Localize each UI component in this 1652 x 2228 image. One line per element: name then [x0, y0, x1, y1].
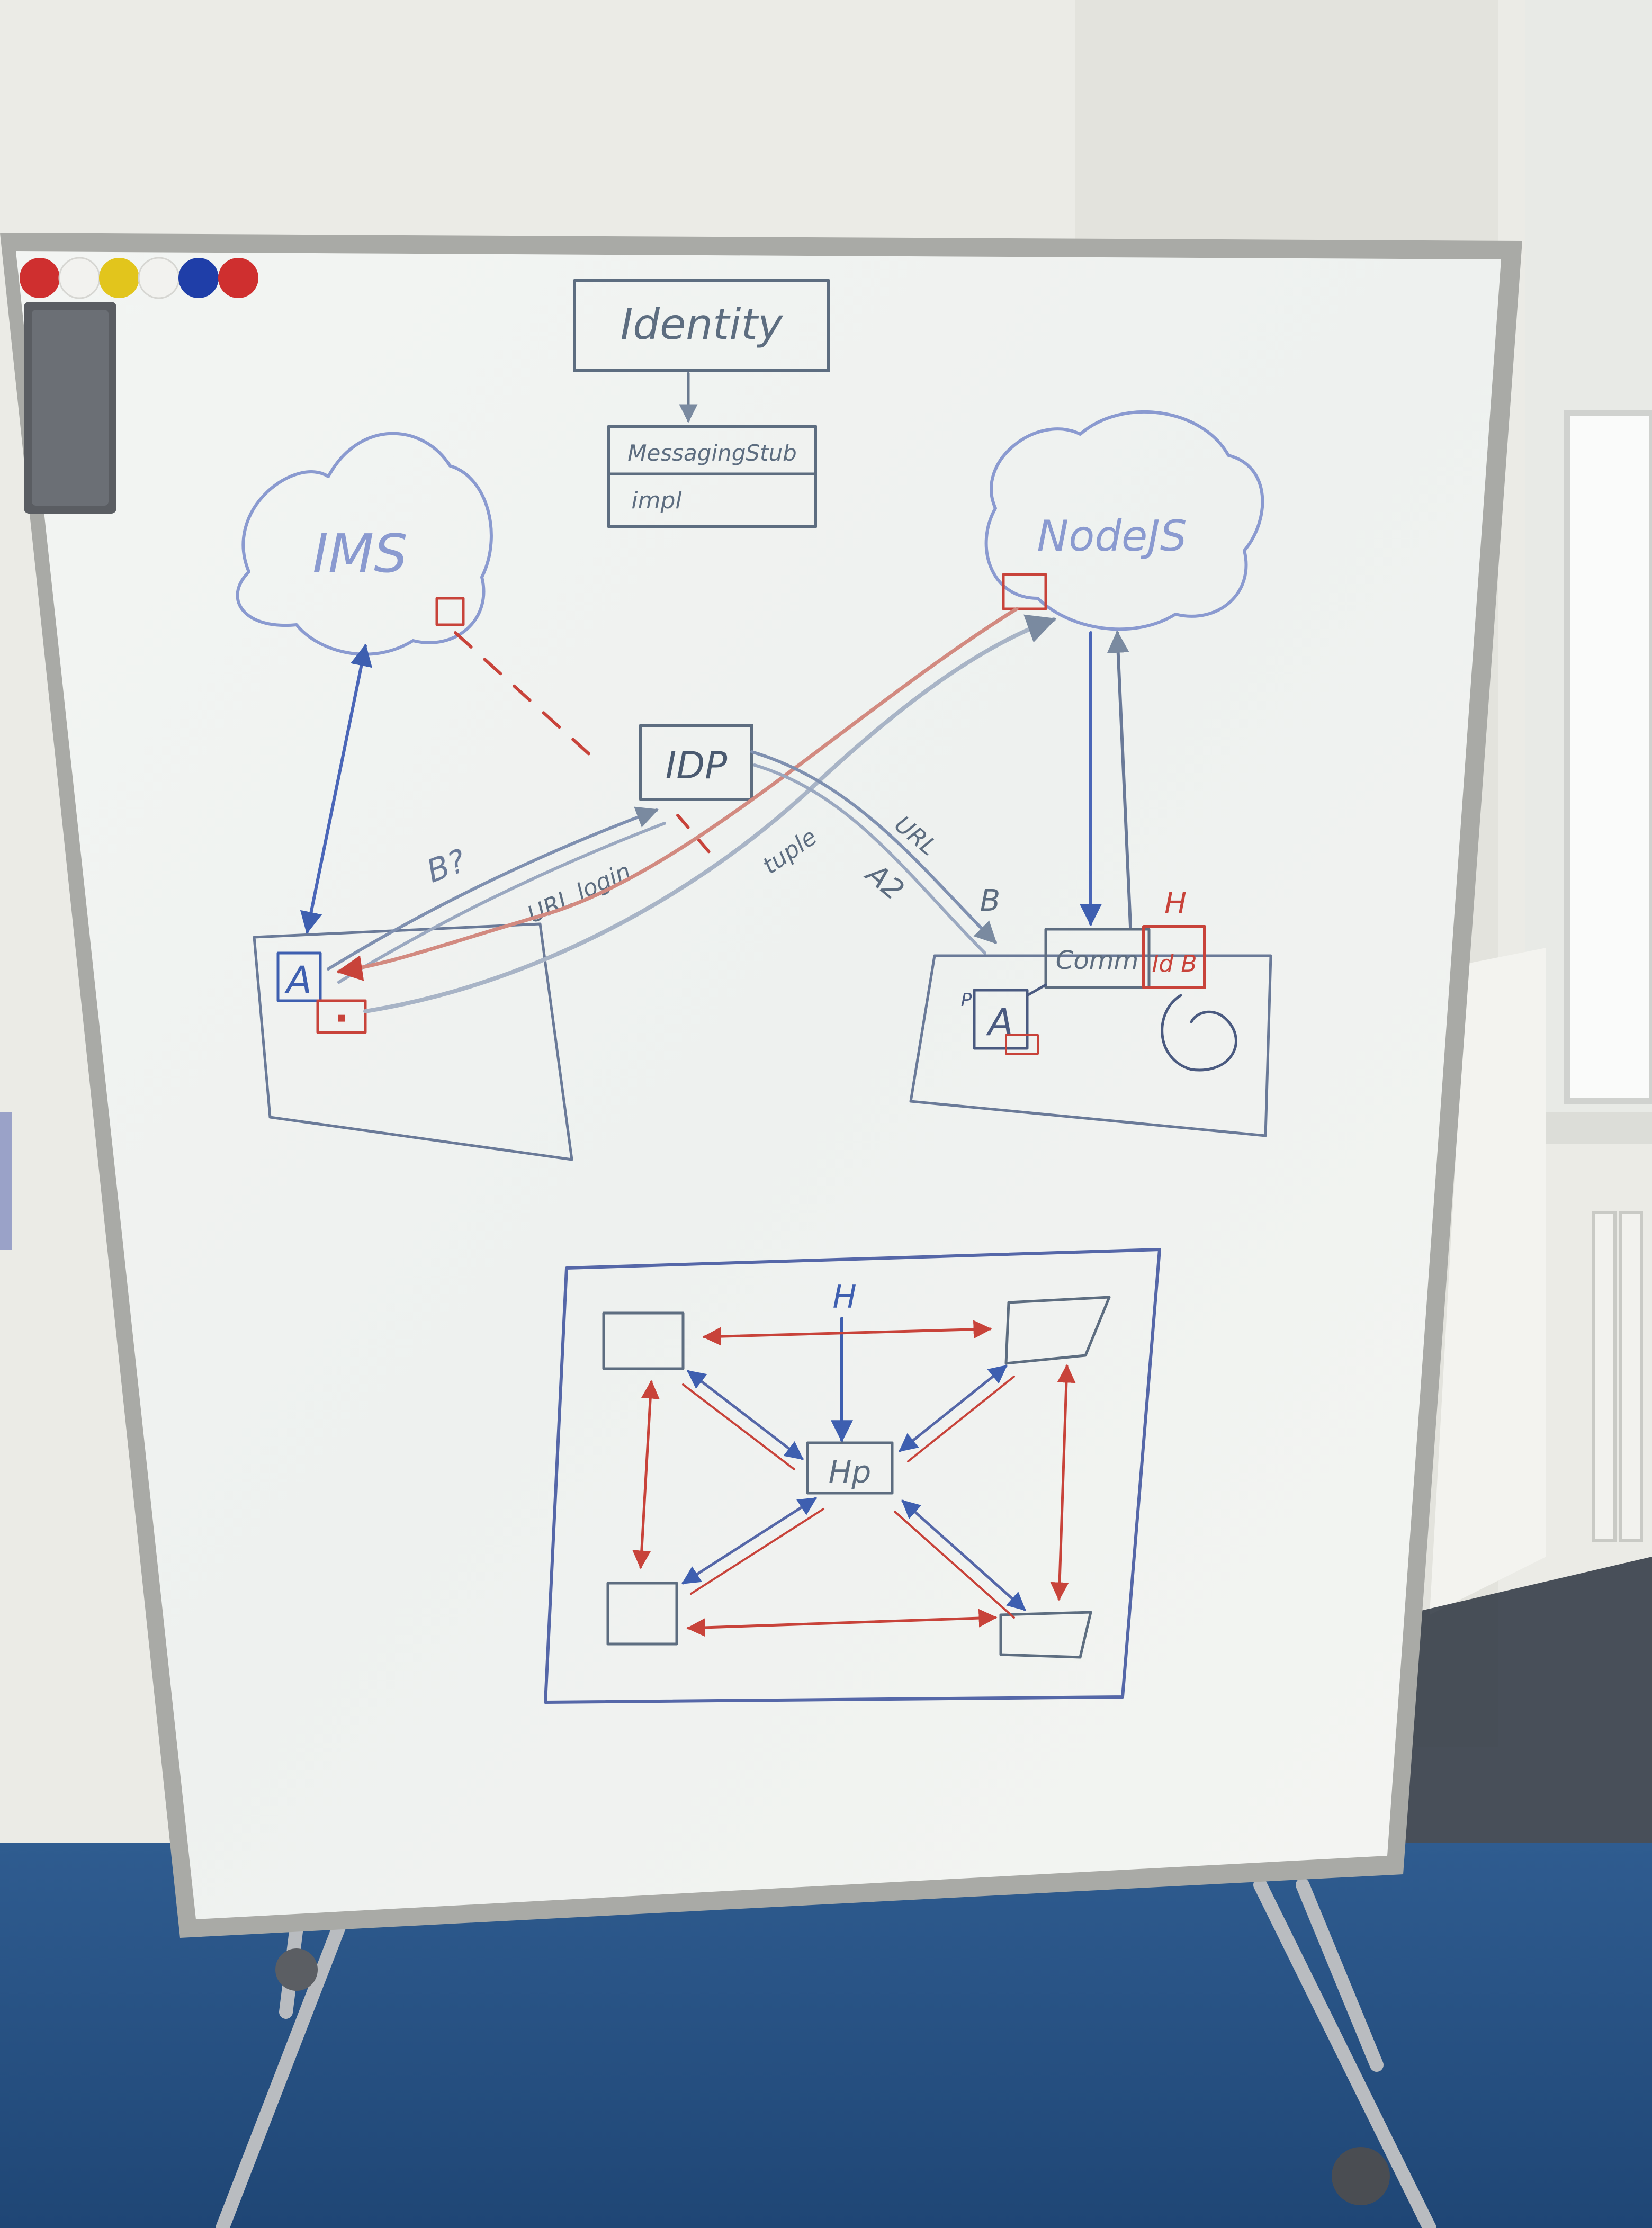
a-marker-box: [316, 999, 367, 1034]
hub-edge-bottom: [686, 1609, 998, 1637]
b-client-a-box: [973, 989, 1029, 1050]
a-label: A: [284, 958, 312, 1002]
comm-nodejs-arrow-up: [1107, 630, 1132, 928]
dashed-link: [454, 631, 600, 764]
messaging-stub-label: MessagingStub: [627, 440, 797, 466]
hub-spoke-top-right: [899, 1364, 1008, 1452]
ims-marker-box: [435, 597, 465, 626]
a-inner-box: [276, 951, 322, 1002]
hub-edge-left: [632, 1380, 660, 1569]
ims-label: IMS: [312, 523, 407, 585]
hub-spoke-bottom-left: [681, 1497, 817, 1585]
hub-node-bottom-left: [606, 1582, 678, 1646]
a-nodejs-arrow: [363, 614, 1057, 1013]
nodejs-marker-box: [1002, 573, 1047, 610]
window: [1525, 0, 1652, 1542]
hub-edge-right: [1050, 1364, 1076, 1601]
comm-box: [1044, 928, 1151, 989]
identity-box: [573, 279, 830, 372]
nodejs-label: NodeJS: [1037, 511, 1187, 561]
hub-spoke-bottom-right: [901, 1499, 1026, 1611]
hub-node-top-left: [602, 1311, 685, 1370]
hub-spoke-top-left: [687, 1370, 804, 1460]
comm-label: Comm: [1056, 946, 1138, 975]
nodejs-cloud: [984, 410, 1264, 631]
hub-diagram-frame: [544, 1248, 1161, 1704]
idp-box: [639, 724, 753, 801]
hub-h-label: H: [832, 1279, 856, 1316]
messaging-stub-box: [607, 425, 817, 528]
b-client-marker: [1005, 1034, 1039, 1055]
idb-box: [1142, 925, 1206, 989]
magnets: [20, 257, 258, 299]
ims-cloud: [236, 432, 493, 656]
hub-node-bottom-right: [999, 1611, 1092, 1659]
b-client-a-label: A: [986, 1001, 1013, 1044]
a-marker-mark: ▪: [337, 1010, 346, 1026]
idp-label: IDP: [666, 744, 728, 787]
p-label: P: [961, 990, 972, 1011]
ims-a-arrow: [300, 643, 373, 935]
hub-node-top-right: [1004, 1296, 1111, 1365]
a-idp-arrow: [327, 806, 659, 971]
b-label: B: [980, 884, 1000, 918]
client-b-box: [909, 954, 1272, 1137]
stand-wheel: [1332, 2147, 1390, 2205]
hub-edge-top: [702, 1320, 992, 1346]
hub-hp-label: Hp: [829, 1454, 871, 1490]
idp-comm-arrow: [750, 750, 997, 944]
board-stand: [216, 1878, 1436, 2228]
client-a-box: [253, 922, 573, 1161]
whiteboard-surface: [16, 251, 1501, 1919]
nodejs-a-red-arrow: [336, 607, 1019, 981]
radiator: [1592, 1211, 1643, 1542]
impl-label: impl: [631, 487, 682, 514]
baseboard: [1403, 1557, 1652, 1843]
h-label-top: H: [1164, 886, 1187, 921]
wall-edge: [0, 1112, 12, 1250]
idb-label: Id B: [1152, 950, 1197, 977]
idb-loop: [1161, 994, 1237, 1072]
identity-label: Identity: [621, 300, 784, 349]
partition-panel: [1430, 948, 1546, 1615]
stand-wheel: [275, 1948, 318, 1991]
hub-center-box: [806, 1441, 894, 1495]
dashed-link: [676, 814, 711, 854]
